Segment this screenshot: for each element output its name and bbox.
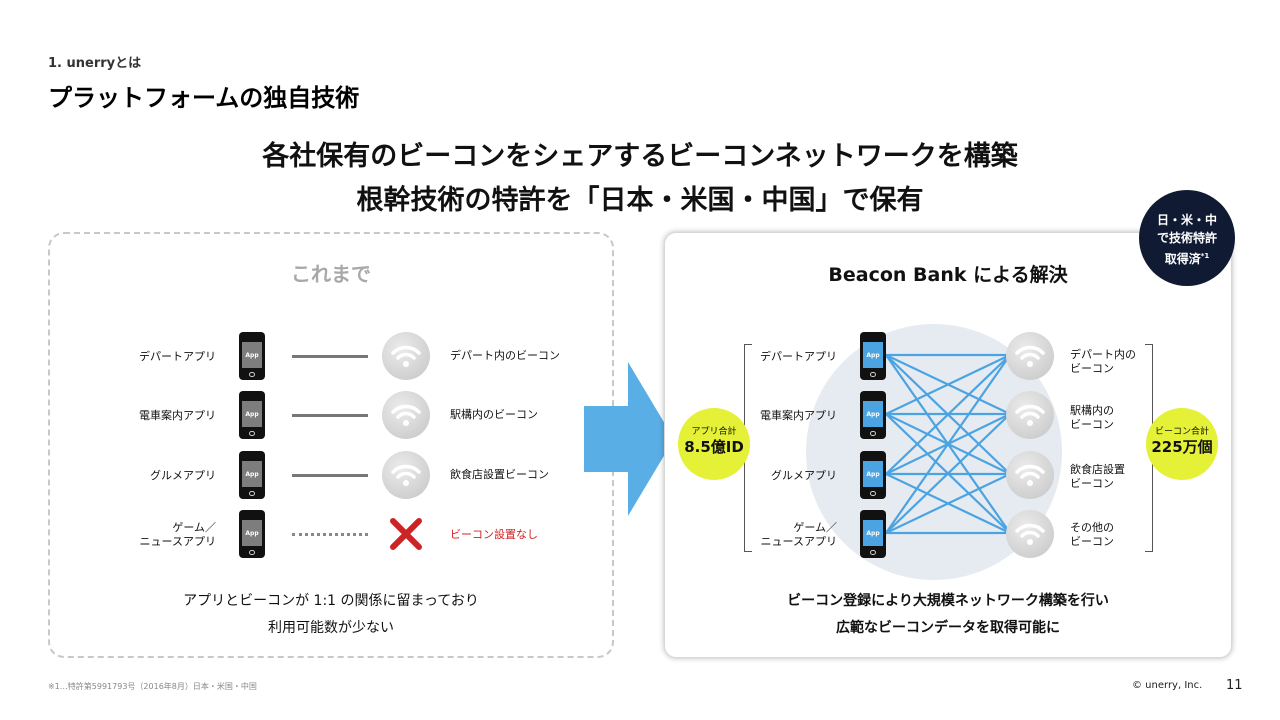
no-beacon-label: ビーコン設置なし (450, 528, 538, 541)
patent-seal-text: 取得済 (1164, 252, 1201, 266)
app-screen: App (863, 520, 883, 546)
wifi-signal-icon (1006, 510, 1054, 558)
solution-summary: ビーコン登録により大規模ネットワーク構築を行い 広範なビーコンデータを取得可能に (664, 588, 1232, 642)
phone-icon: App (239, 332, 265, 380)
solution-summary-line-2: 広範なビーコンデータを取得可能に (836, 620, 1060, 636)
app-screen: App (242, 342, 262, 368)
section-label: 1. unerryとは (48, 56, 142, 71)
headline-line-2: 根幹技術の特許を「日本・米国・中国」で保有 (356, 185, 924, 216)
right-arrow-icon (584, 362, 674, 516)
app-screen: App (242, 461, 262, 487)
phone-icon: App (860, 391, 886, 439)
phone-icon: App (860, 510, 886, 558)
beacon-total-badge: ビーコン合計 225万個 (1146, 408, 1218, 480)
left-beacon-label-department: デパート内のビーコン (450, 349, 560, 362)
connection-line (292, 355, 368, 358)
headline-line-1: 各社保有のビーコンをシェアするビーコンネットワークを構築 (262, 141, 1018, 172)
left-app-label-gourmet: グルメアプリ (150, 469, 216, 482)
wifi-signal-icon (382, 332, 430, 380)
page-number: 11 (1226, 678, 1243, 693)
beacon-total-label: ビーコン合計 (1154, 427, 1209, 437)
patent-seal-line-3: 取得済*1 (1139, 247, 1235, 268)
phone-icon: App (860, 332, 886, 380)
patent-seal-line-1: 日・米・中 (1156, 213, 1217, 227)
right-beacon-label-other: その他の ビーコン (1070, 521, 1114, 548)
patent-seal-line-2: で技術特許 (1156, 231, 1217, 245)
left-beacon-label-station: 駅構内のビーコン (450, 408, 538, 421)
copyright: © unerry, Inc. (1132, 680, 1203, 691)
wifi-signal-icon (1006, 451, 1054, 499)
solution-summary-line-1: ビーコン登録により大規模ネットワーク構築を行い (787, 593, 1109, 609)
beacon-total-value: 225万個 (1151, 438, 1213, 456)
patent-seal: 日・米・中 で技術特許 取得済*1 (1139, 190, 1235, 286)
page-title: プラットフォームの独自技術 (48, 84, 360, 112)
wifi-signal-icon (1006, 332, 1054, 380)
app-total-badge: アプリ合計 8.5億ID (678, 408, 750, 480)
right-app-label-game-news: ゲーム／ ニュースアプリ (760, 521, 837, 548)
left-app-label-game-news: ゲーム／ ニュースアプリ (139, 521, 216, 548)
before-summary: アプリとビーコンが 1:1 の関係に留まっており 利用可能数が少ない (48, 588, 614, 642)
left-app-label-department: デパートアプリ (139, 350, 216, 363)
footnote: ※1…特許第5991793号（2016年8月）日本・米国・中国 (48, 682, 257, 691)
before-summary-line-2: 利用可能数が少ない (268, 620, 394, 636)
app-screen: App (863, 401, 883, 427)
right-app-label-department: デパートアプリ (760, 350, 837, 363)
app-total-value: 8.5億ID (684, 438, 744, 456)
solution-panel-title: Beacon Bank による解決 (828, 264, 1068, 286)
before-panel-title: これまで (291, 262, 371, 286)
dotted-connection-line (292, 533, 368, 536)
wifi-signal-icon (1006, 391, 1054, 439)
connection-line (292, 414, 368, 417)
right-app-label-train: 電車案内アプリ (760, 409, 837, 422)
phone-icon: App (239, 391, 265, 439)
wifi-signal-icon (382, 451, 430, 499)
app-screen: App (863, 461, 883, 487)
app-screen: App (242, 401, 262, 427)
right-app-label-gourmet: グルメアプリ (771, 469, 837, 482)
app-total-label: アプリ合計 (691, 427, 737, 437)
red-cross-icon (390, 518, 422, 550)
left-app-label-train: 電車案内アプリ (139, 409, 216, 422)
left-beacon-label-restaurant: 飲食店設置ビーコン (450, 468, 549, 481)
phone-icon: App (239, 451, 265, 499)
wifi-signal-icon (382, 391, 430, 439)
phone-icon: App (860, 451, 886, 499)
app-screen: App (863, 342, 883, 368)
right-beacon-label-department: デパート内の ビーコン (1070, 348, 1136, 375)
right-beacon-label-station: 駅構内の ビーコン (1070, 404, 1114, 431)
app-screen: App (242, 520, 262, 546)
before-summary-line-1: アプリとビーコンが 1:1 の関係に留まっており (183, 593, 479, 609)
right-beacon-label-restaurant: 飲食店設置 ビーコン (1070, 463, 1125, 490)
phone-icon: App (239, 510, 265, 558)
footnote-mark: *1 (1200, 252, 1210, 260)
connection-line (292, 474, 368, 477)
